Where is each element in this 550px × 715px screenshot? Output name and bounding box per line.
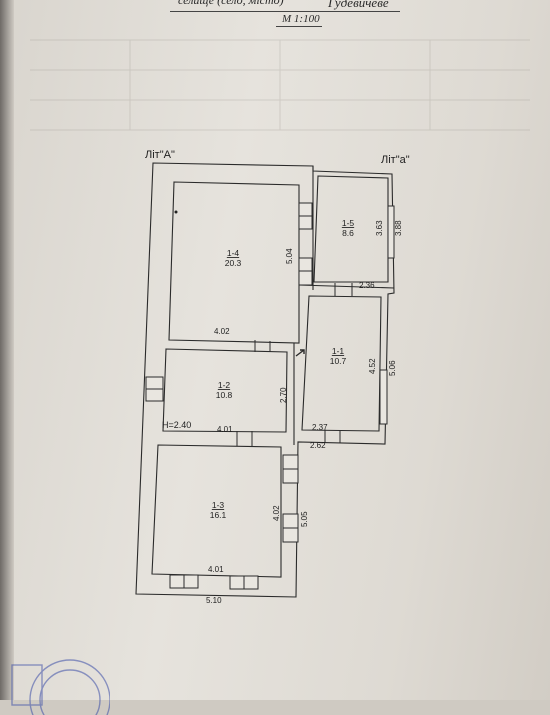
room-1-5-outline	[313, 175, 389, 283]
room-1-2-id: 1-2	[218, 380, 231, 390]
dim-4-01-mid: 4.01	[217, 425, 233, 434]
scale-underline	[276, 26, 322, 27]
dim-2-37: 2.37	[312, 423, 328, 432]
windows	[145, 202, 395, 590]
door-arrow	[295, 349, 305, 357]
room-1-1-area: 10.7	[330, 356, 347, 366]
room-1-5-area: 8.6	[342, 228, 354, 238]
lit-a-upper-label: Літ"А"	[145, 149, 175, 161]
outer-wall-outline	[135, 162, 395, 598]
dim-4-52: 4.52	[368, 358, 377, 374]
dim-5-10: 5.10	[206, 596, 222, 605]
dim-5-04: 5.04	[285, 248, 294, 264]
room-1-2-outline	[162, 348, 288, 433]
dim-3-63: 3.63	[375, 220, 384, 236]
floor-plan: Літ"А" Літ"а" Н=2.40 1-4 20.3 1-5 8.6 1-…	[135, 149, 410, 605]
dim-2-70: 2.70	[279, 387, 288, 403]
room-1-4-area: 20.3	[225, 258, 242, 268]
room-1-3-id: 1-3	[212, 500, 225, 510]
header-underline	[170, 11, 400, 12]
room-1-5-id: 1-5	[342, 218, 355, 228]
window-1-5-east	[387, 205, 395, 259]
dim-4-01-bottom: 4.01	[208, 565, 224, 574]
room-1-3-area: 16.1	[210, 510, 227, 520]
room-1-1-id: 1-1	[332, 346, 345, 356]
place-name-text: Гудевичеве	[328, 0, 389, 10]
dim-2-62: 2.62	[310, 441, 326, 450]
dim-5-05: 5.05	[300, 511, 309, 527]
ink-dot	[174, 210, 178, 214]
page-binding-edge	[0, 0, 14, 700]
dim-4-02-top: 4.02	[214, 327, 230, 336]
window-1-1-east	[379, 369, 388, 425]
room-1-4-outline	[168, 181, 300, 344]
dim-3-88: 3.88	[394, 220, 403, 236]
dim-2-36: 2.36	[359, 281, 375, 290]
dim-4-02-right: 4.02	[272, 505, 281, 521]
room-1-2-area: 10.8	[216, 390, 233, 400]
doors	[236, 283, 353, 446]
scale-label: М 1:100	[282, 13, 320, 25]
settlement-header: селище (село, місто) Гудевичеве	[178, 0, 408, 13]
room-1-4-id: 1-4	[227, 248, 240, 258]
room-1-3-outline	[151, 444, 282, 578]
room-1-1-outline	[301, 295, 382, 432]
faint-form-lines	[30, 39, 530, 131]
height-label: Н=2.40	[162, 420, 191, 430]
place-type-text: селище (село, місто)	[178, 0, 284, 7]
lit-a-lower-label: Літ"а"	[381, 154, 410, 166]
dim-5-06: 5.06	[388, 360, 397, 376]
paper-sheet	[0, 0, 550, 700]
official-stamp	[11, 659, 110, 715]
